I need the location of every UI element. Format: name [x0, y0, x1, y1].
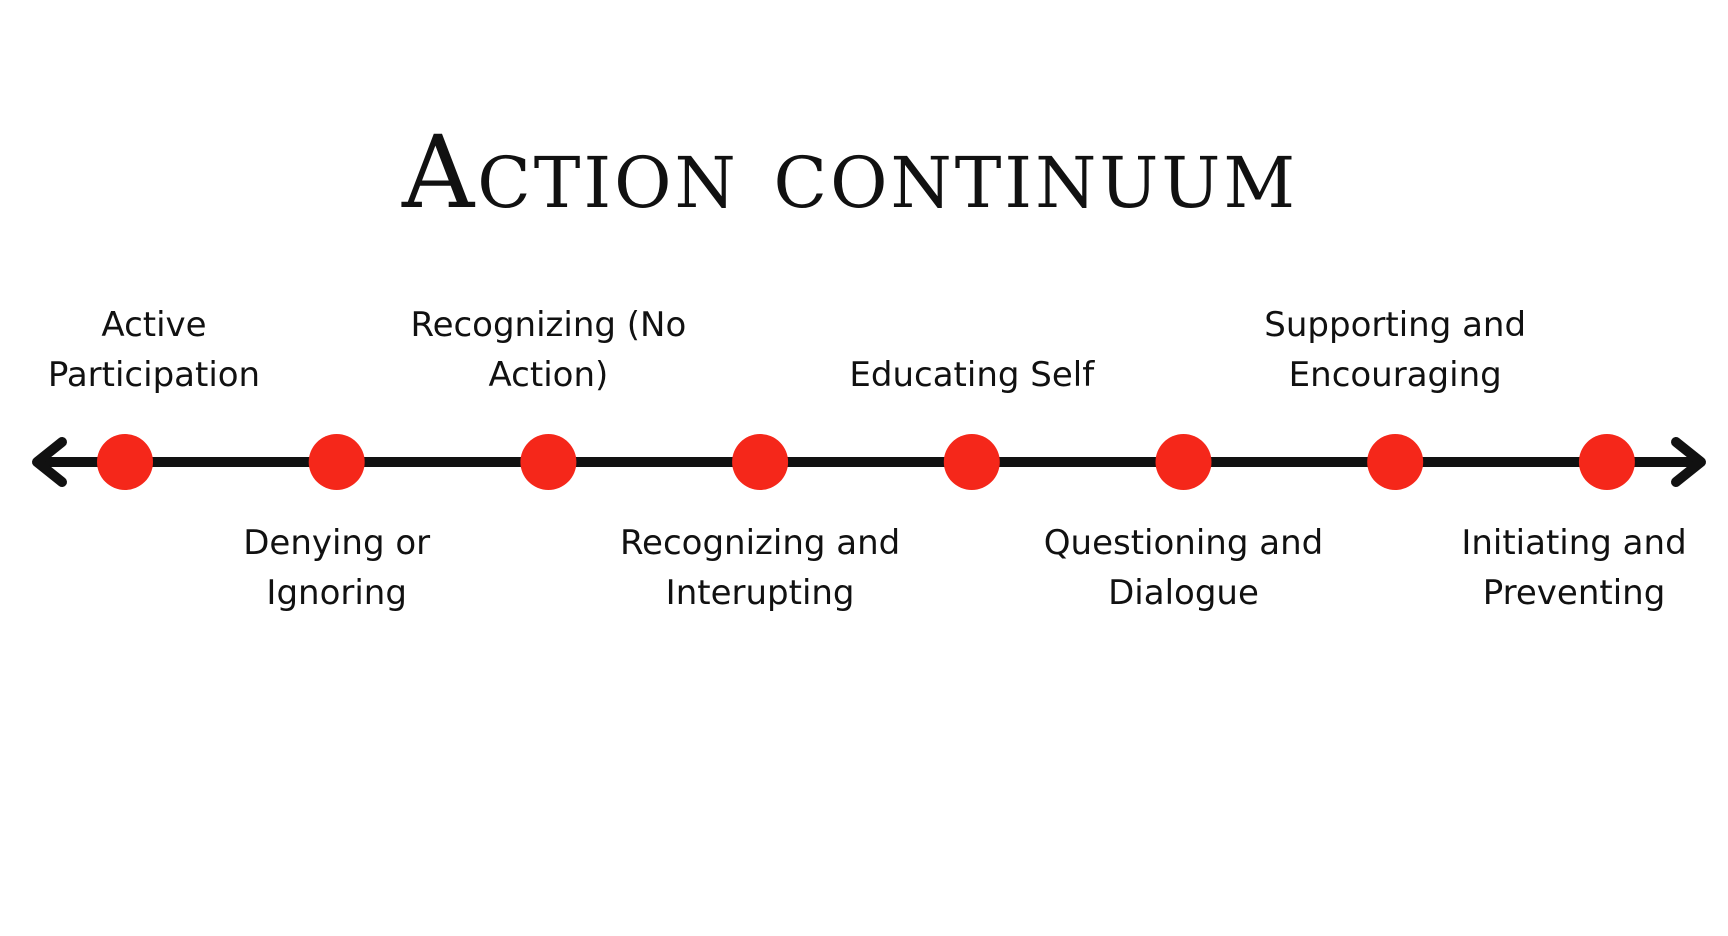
point-label: Recognizing (No Action) — [410, 305, 687, 395]
continuum-point — [1155, 434, 1212, 490]
continuum-point — [520, 434, 577, 490]
point-label: Supporting and Encouraging — [1264, 305, 1527, 395]
point-label: Active Participation — [47, 305, 261, 395]
continuum-point — [1367, 434, 1424, 490]
point-label: Recognizing and Interupting — [619, 523, 901, 613]
right-arrowhead — [1671, 437, 1706, 487]
continuum-point — [97, 434, 153, 490]
point-label: Denying or Ignoring — [243, 523, 431, 613]
diagram-title: Action continuum — [402, 114, 1298, 231]
continuum-point — [308, 434, 365, 490]
left-arrowhead — [32, 437, 67, 487]
continuum-point — [1578, 434, 1635, 490]
continuum-point — [732, 434, 789, 490]
continuum-point — [943, 434, 1000, 490]
point-label: Questioning and Dialogue — [1043, 523, 1324, 613]
continuum-points — [97, 434, 1635, 490]
point-label: Educating Self — [849, 355, 1095, 395]
point-label: Initiating and Preventing — [1461, 523, 1687, 613]
